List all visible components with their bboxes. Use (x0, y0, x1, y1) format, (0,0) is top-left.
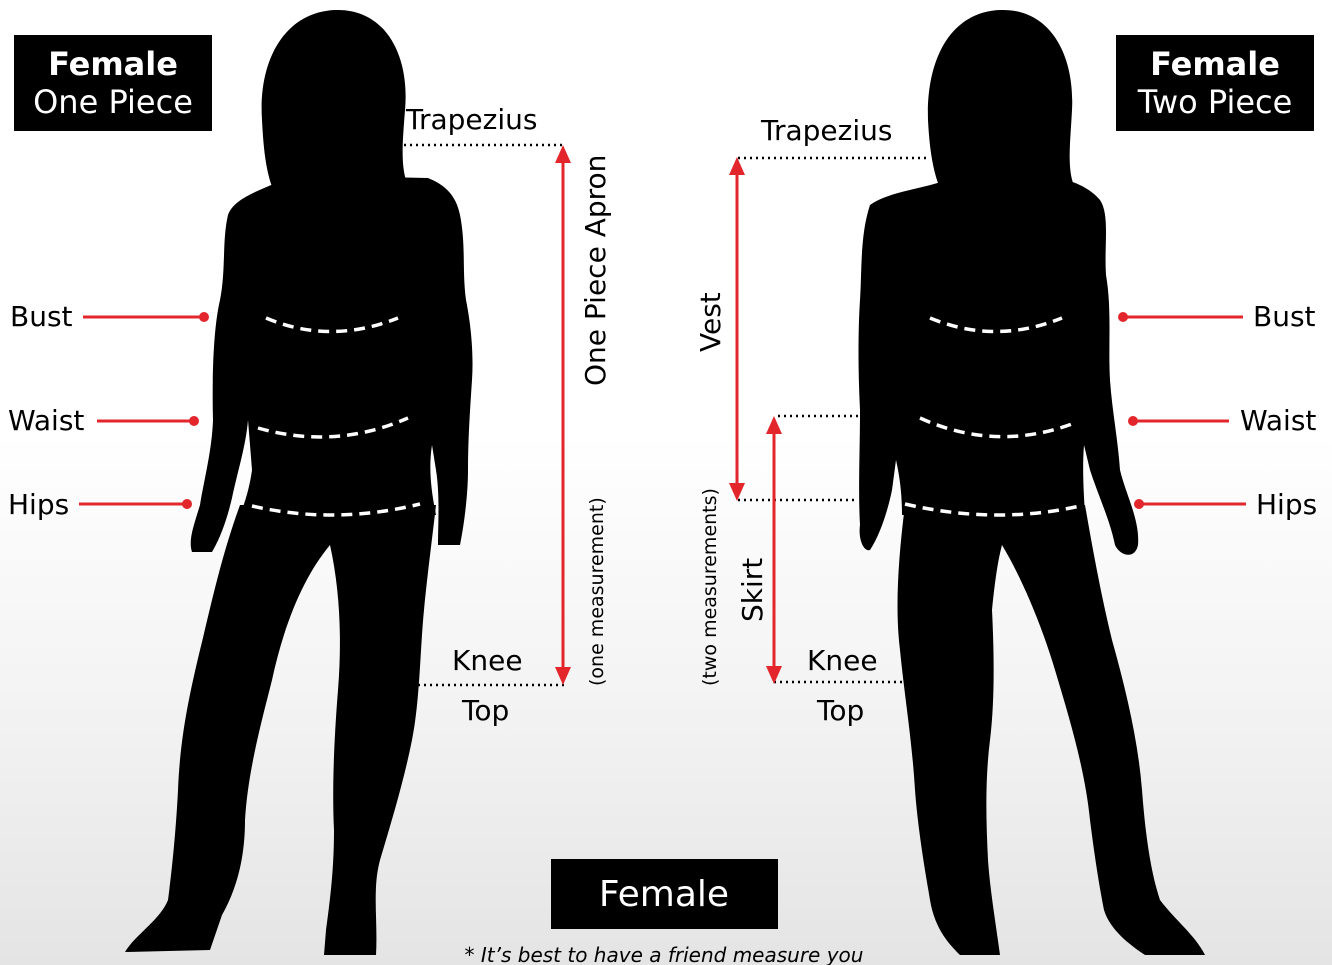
left-apron-arrowhead-up (555, 145, 571, 163)
right-vest-label: Vest (694, 292, 727, 352)
left-apron-label: One Piece Apron (579, 155, 612, 386)
left-waist-label: Waist (8, 404, 84, 437)
left-title-bold: Female (48, 45, 178, 83)
right-title-box: Female Two Piece (1116, 35, 1314, 131)
left-knee-label: Knee (452, 644, 523, 677)
left-bust-dot (199, 312, 209, 322)
right-hips-label: Hips (1256, 488, 1317, 521)
left-measure-note: (one measurement) (586, 497, 608, 686)
right-trapezius-label: Trapezius (760, 114, 892, 147)
left-top-label: Top (461, 694, 509, 727)
left-hips-label: Hips (8, 488, 69, 521)
right-hips-dot (1134, 499, 1144, 509)
right-title-bold: Female (1150, 45, 1280, 83)
center-title-box: Female (551, 859, 778, 929)
footnote: * It’s best to have a friend measure you (465, 943, 864, 965)
right-waist-label: Waist (1240, 404, 1316, 437)
right-top-label: Top (816, 694, 864, 727)
right-vest-arrowhead-down (729, 483, 745, 501)
right-vest-arrowhead-up (729, 157, 745, 175)
right-bust-label: Bust (1253, 300, 1316, 333)
right-skirt-arrowhead-up (766, 416, 782, 434)
left-bust-label: Bust (10, 300, 73, 333)
right-silhouette (859, 10, 1206, 955)
left-title-sub: One Piece (33, 83, 193, 121)
right-skirt-label: Skirt (736, 558, 769, 622)
left-trapezius-label: Trapezius (405, 103, 537, 136)
right-knee-label: Knee (807, 644, 878, 677)
left-apron-arrowhead-down (555, 667, 571, 685)
left-waist-dot (189, 416, 199, 426)
right-title-sub: Two Piece (1137, 83, 1293, 121)
right-skirt-arrowhead-down (766, 666, 782, 684)
left-hips-dot (182, 499, 192, 509)
right-waist-dot (1128, 416, 1138, 426)
right-bust-dot (1118, 312, 1128, 322)
left-silhouette (125, 10, 473, 955)
center-title: Female (599, 874, 729, 915)
left-title-box: Female One Piece (14, 35, 212, 131)
right-measure-note: (two measurements) (699, 488, 721, 686)
